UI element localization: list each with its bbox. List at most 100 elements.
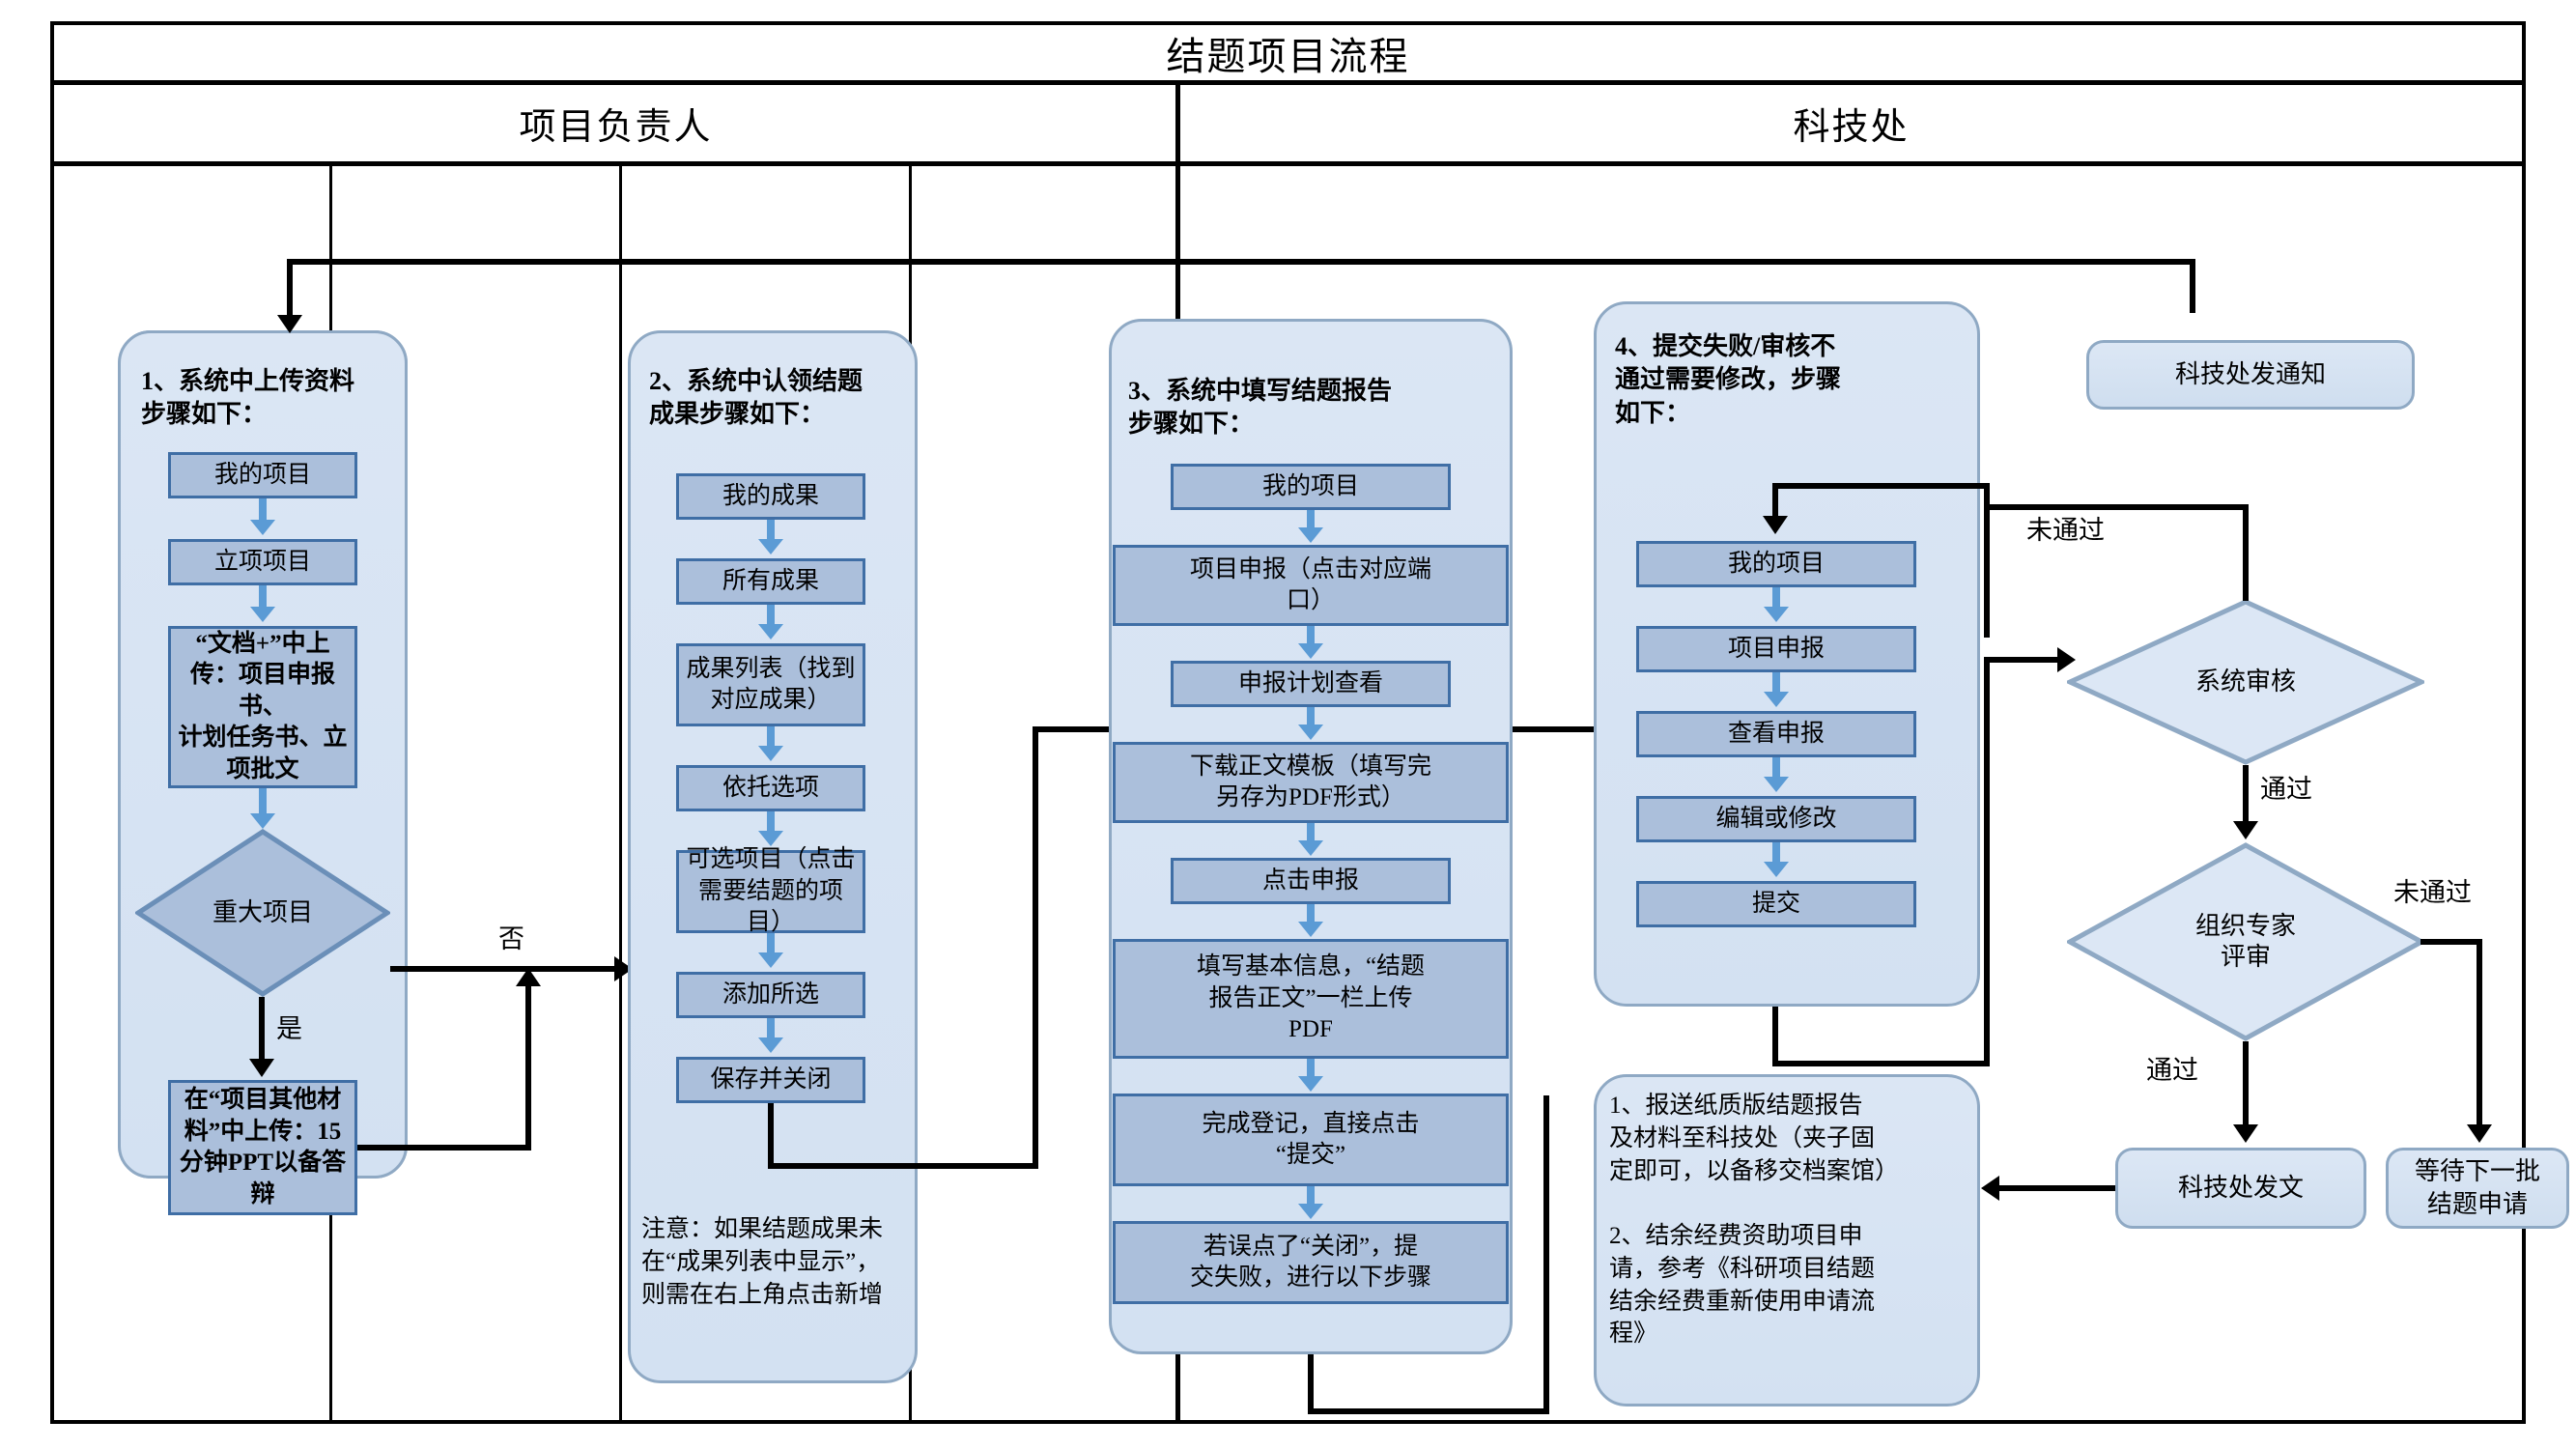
group-3-title: 3、系统中填写结题报告 步骤如下：: [1128, 377, 1393, 439]
kejichu-notice-box[interactable]: 科技处发通知: [2086, 340, 2415, 410]
g2-step-my-results[interactable]: 我的成果: [676, 473, 865, 520]
expert-fail-label: 未通过: [2393, 878, 2472, 907]
g3-conn-5-arrow: [1298, 922, 1323, 937]
g2-step-result-list[interactable]: 成果列表（找到 对应成果）: [676, 643, 865, 726]
g3-to-g4-h: [1513, 726, 1609, 732]
g4-step-my-project[interactable]: 我的项目: [1636, 541, 1916, 587]
g4-conn-1: [1772, 587, 1780, 609]
g4-exit-arrow: [2057, 647, 2076, 672]
g3-conn-3: [1307, 707, 1315, 726]
g4-exit-h2: [1984, 657, 2061, 663]
terminal-wait-next-batch[interactable]: 等待下一批 结题申请: [2386, 1148, 2569, 1229]
sysreview-pass-label: 通过: [2260, 775, 2312, 804]
g4-step-submit[interactable]: 提交: [1636, 881, 1916, 927]
g4-exit-v2: [1984, 657, 1990, 1066]
diagram-title-band: 结题项目流程: [54, 25, 2522, 80]
g1-yes-label: 是: [276, 1014, 302, 1043]
terminal-kejichu-issue-doc[interactable]: 科技处发文: [2115, 1148, 2366, 1229]
g1-ppt-return-arrow: [516, 968, 541, 986]
expert-pass-label: 通过: [2146, 1056, 2198, 1085]
sysreview-fail-h: [1990, 504, 2249, 510]
g2-step-optional-projects[interactable]: 可选项目（点击 需要结题的项目）: [676, 846, 865, 935]
g4-conn-2-arrow: [1764, 692, 1789, 707]
g4-exit-v: [1772, 1007, 1778, 1066]
g3-step-click-declare[interactable]: 点击申报: [1171, 858, 1451, 904]
kejichu-doc-to-note-arrow: [1981, 1176, 1999, 1201]
g2-conn-2-arrow: [758, 624, 783, 639]
decision-expert-review-label: 组织专家 评审: [2194, 911, 2296, 972]
g3-conn-5: [1307, 904, 1315, 923]
g3-step-download-template[interactable]: 下载正文模板（填写完 另存为PDF形式）: [1113, 742, 1509, 823]
g4-step-view-declare[interactable]: 查看申报: [1636, 711, 1916, 757]
g1-decision-major-project[interactable]: 重大项目: [133, 829, 392, 997]
sysreview-pass-arrow: [2233, 821, 2258, 839]
sysreview-pass-v: [2243, 765, 2249, 825]
g2-conn-1-arrow: [758, 539, 783, 554]
g2-step-add-selected[interactable]: 添加所选: [676, 972, 865, 1018]
g2-step-all-results[interactable]: 所有成果: [676, 558, 865, 605]
expert-fail-h: [2420, 939, 2482, 945]
g1-step-upload-docs[interactable]: “文档+”中上 传：项目申报书、 计划任务书、立 项批文: [168, 626, 357, 788]
g4-entry-h: [1772, 483, 1990, 489]
g4-conn-2: [1772, 672, 1780, 694]
lane-label-kejichu: 科技处: [1793, 107, 1910, 148]
g3-step-my-project[interactable]: 我的项目: [1171, 464, 1451, 510]
g4-exit-h: [1772, 1061, 1990, 1066]
lane-header-left: 项目负责人: [54, 85, 1177, 161]
g2-exit-h: [768, 1163, 1038, 1169]
g4-step-edit-modify[interactable]: 编辑或修改: [1636, 796, 1916, 842]
g3-conn-6: [1307, 1059, 1315, 1078]
g2-conn-4-arrow: [758, 831, 783, 846]
g1-ppt-return-h: [357, 1145, 531, 1151]
g4-step-project-declare[interactable]: 项目申报: [1636, 626, 1916, 672]
g3-conn-4: [1307, 823, 1315, 842]
decision-system-review[interactable]: 系统审核: [2063, 599, 2428, 765]
g3-step-view-plan[interactable]: 申报计划查看: [1171, 661, 1451, 707]
g2-exit-v2: [1033, 726, 1038, 1169]
lane-header-right: 科技处: [1180, 85, 2522, 161]
g1-conn-3: [259, 788, 267, 815]
g1-yes-arrow: [249, 1059, 274, 1077]
g2-exit-h2: [1033, 726, 1127, 732]
expert-fail-v: [2477, 939, 2482, 1128]
g3-conn-1: [1307, 510, 1315, 529]
expert-fail-arrow: [2467, 1124, 2492, 1143]
g3-step-fill-basic-info[interactable]: 填写基本信息，“结题 报告正文”一栏上传 PDF: [1113, 939, 1509, 1059]
expert-pass-arrow: [2233, 1124, 2258, 1143]
g4-conn-3-arrow: [1764, 777, 1789, 792]
g4-conn-4: [1772, 842, 1780, 864]
group-4-title: 4、提交失败/审核不 通过需要修改，步骤 如下：: [1615, 332, 1842, 427]
g2-conn-6-arrow: [758, 1037, 783, 1053]
g2-conn-2: [767, 605, 775, 626]
group-5-note: 1、报送纸质版结题报告 及材料至科技处（夹子固 定即可，以备移交档案馆） 2、结…: [1609, 1093, 1900, 1348]
g2-conn-3-arrow: [758, 746, 783, 761]
g4-conn-4-arrow: [1764, 862, 1789, 877]
group-2-note: 注意：如果结题成果未 在“成果列表中显示”， 则需在右上角点击新增: [641, 1216, 884, 1308]
diamond-shape: [133, 829, 392, 997]
g3-step-submit-failed[interactable]: 若误点了“关闭”，提 交失败，进行以下步骤: [1113, 1221, 1509, 1304]
group-1-title: 1、系统中上传资料 步骤如下：: [141, 367, 355, 429]
g1-step-my-project[interactable]: 我的项目: [168, 452, 357, 498]
g3-step-project-declare[interactable]: 项目申报（点击对应端 口）: [1113, 545, 1509, 626]
decision-expert-review[interactable]: 组织专家 评审: [2064, 842, 2427, 1041]
g1-yes-line: [259, 997, 265, 1063]
g1-step-approved-project[interactable]: 立项项目: [168, 539, 357, 585]
g4-entry-v2: [1984, 483, 1990, 638]
g2-step-rely-option[interactable]: 依托选项: [676, 765, 865, 811]
lane-label-project-leader: 项目负责人: [519, 107, 713, 148]
g2-conn-4: [767, 811, 775, 833]
g1-entry-line-src: [2190, 259, 2195, 313]
g3-exit-v2: [1543, 1095, 1549, 1414]
g3-step-complete-register[interactable]: 完成登记，直接点击 “提交”: [1113, 1094, 1509, 1186]
lane-header-separator: [50, 161, 2526, 166]
g1-conn-2-arrow: [250, 607, 275, 622]
g2-step-save-close[interactable]: 保存并关闭: [676, 1057, 865, 1103]
g1-step-upload-ppt[interactable]: 在“项目其他材 料”中上传：15 分钟PPT以备答辩: [168, 1080, 357, 1215]
g1-conn-1-arrow: [250, 520, 275, 535]
g1-ppt-return-v: [525, 985, 531, 1150]
g1-entry-line-h: [287, 259, 2195, 265]
g3-conn-6-arrow: [1298, 1076, 1323, 1092]
g3-conn-2: [1307, 626, 1315, 645]
g2-conn-1: [767, 520, 775, 541]
